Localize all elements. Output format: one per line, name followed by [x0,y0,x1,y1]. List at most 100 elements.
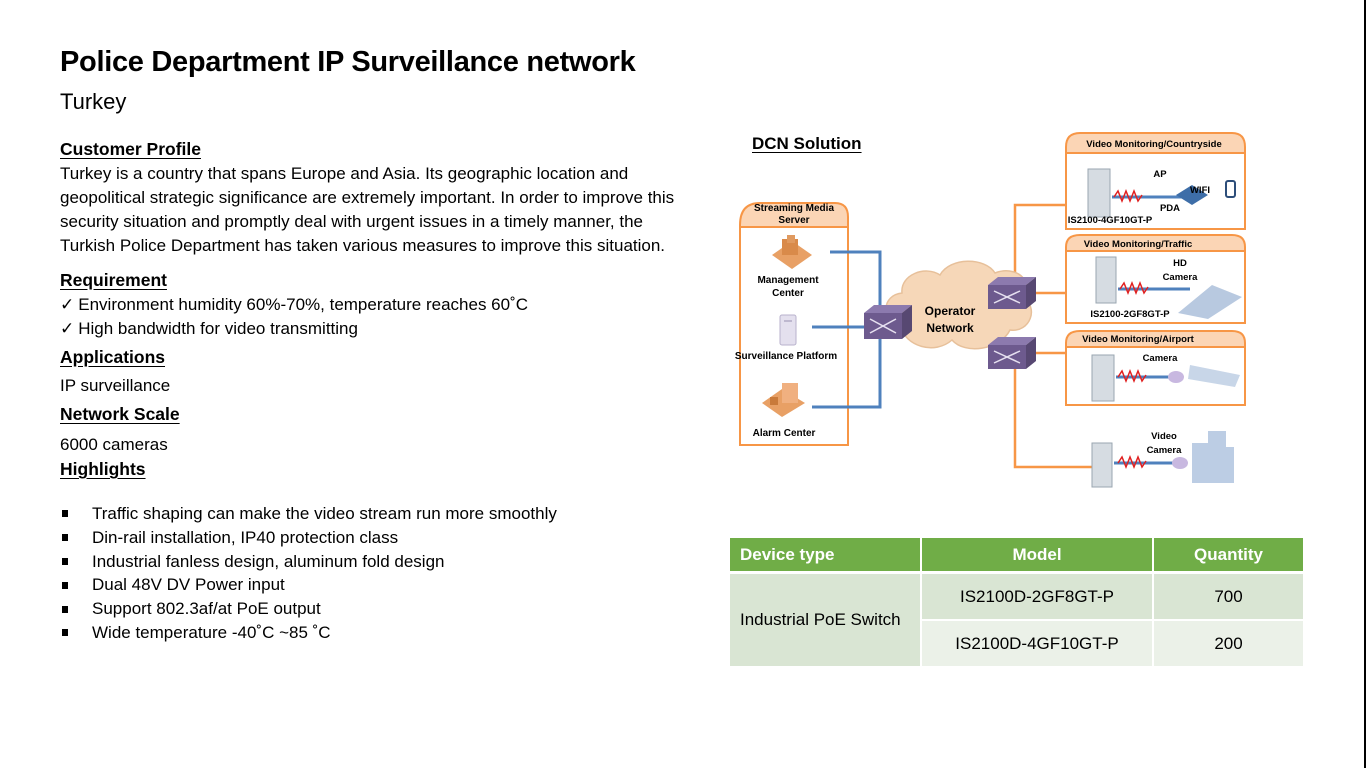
device-type-cell: Industrial PoE Switch [730,572,922,668]
bullet-square-icon [62,629,68,637]
server-icon [779,314,797,346]
core-switch-icon [988,277,1036,309]
camera-icon [1172,457,1188,469]
server-box: Streaming Media Server Management Center… [735,202,849,446]
window-edge [1364,0,1366,768]
requirement-item: ✓ High bandwidth for video transmitting [60,317,700,341]
quantity-cell: 700 [1153,572,1305,621]
highlight-text: Dual 48V DV Power input [92,575,285,595]
core-switch-icon [988,337,1036,369]
requirement-item: ✓ Environment humidity 60%-70%, temperat… [60,293,700,317]
site-title: Video Monitoring/Traffic [1084,239,1193,250]
buildings-icon [1192,431,1234,483]
link-city [1013,365,1092,469]
highlights-heading: Highlights [60,459,146,479]
page-subtitle: Turkey [60,89,127,114]
highlight-text: Industrial fanless design, aluminum fold… [92,551,445,571]
camera-label: Camera [1143,353,1179,364]
highlight-item: Industrial fanless design, aluminum fold… [60,550,700,574]
camera-label: Video [1151,431,1177,442]
highlights-list: Traffic shaping can make the video strea… [60,502,700,645]
requirement-text: High bandwidth for video transmitting [78,319,358,338]
applications-heading: Applications [60,347,166,367]
wifi-label: WIFI [1190,185,1210,196]
customer-profile-text: Turkey is a country that spans Europe an… [60,164,675,255]
management-center-label: Management [757,275,819,286]
bullet-square-icon [62,534,68,542]
cloud-label: Operator [925,304,976,318]
highlight-text: Din-rail installation, IP40 protection c… [92,527,399,547]
network-scale-value: 6000 cameras [60,435,168,454]
management-center-icon [772,235,812,269]
industrial-switch-icon [1091,442,1113,488]
highlight-item: Support 802.3af/at PoE output [60,597,700,621]
industrial-switch-icon [1091,354,1115,402]
check-icon: ✓ [60,295,75,314]
wave-icon [1117,368,1147,384]
device-table: Device type Model Quantity Industrial Po… [730,538,1305,668]
management-center-label-2: Center [772,288,804,299]
page-title: Police Department IP Surveillance networ… [60,46,636,78]
cloud-label-2: Network [926,321,974,335]
site-countryside: Video Monitoring/Countryside AP WIFI PDA… [1065,132,1246,230]
column-header-quantity: Quantity [1153,538,1305,574]
wave-icon [1119,280,1149,296]
table-row: Industrial PoE Switch IS2100D-2GF8GT-P 7… [730,572,1305,668]
surveillance-platform-label: Surveillance Platform [735,351,837,362]
bullet-square-icon [62,557,68,565]
industrial-switch-icon [1095,256,1117,304]
left-column: Customer Profile Turkey is a country tha… [60,137,700,645]
bullet-square-icon [62,510,68,518]
site-airport: Video Monitoring/Airport Camera [1065,330,1246,406]
highlight-text: Traffic shaping can make the video strea… [92,504,557,523]
pda-label: PDA [1160,203,1180,214]
highlight-item: Din-rail installation, IP40 protection c… [60,526,700,550]
column-header-device-type: Device type [730,538,922,574]
diagram-title: DCN Solution [752,134,862,153]
model-cell: IS2100D-2GF8GT-P [921,572,1154,621]
network-scale-section: Network Scale 6000 cameras [60,402,700,457]
network-diagram: Streaming Media Server Management Center… [730,125,1270,495]
alarm-center-label: Alarm Center [753,428,816,439]
camera-icon [1168,371,1184,383]
access-point-icon [1176,185,1208,205]
airport-icon [1188,365,1240,387]
server-box-title-2: Server [778,215,809,226]
server-box-title: Streaming Media [754,203,834,214]
table-header-row: Device type Model Quantity [730,538,1305,574]
industrial-switch-icon [1087,168,1111,218]
table-row: IS2100D-4GF10GT-P 200 [730,620,1305,668]
highlight-text: Support 802.3af/at PoE output [92,599,321,619]
model-cell: IS2100D-4GF10GT-P [921,620,1154,668]
highlight-text: Wide temperature -40˚C ~85 ˚C [92,622,331,642]
ap-label: AP [1153,169,1167,180]
site-city: Video Camera [1091,431,1234,488]
check-icon: ✓ [60,319,75,338]
highlight-item: Dual 48V DV Power input [60,573,700,597]
network-scale-heading: Network Scale [60,404,180,424]
site-traffic: Video Monitoring/Traffic HD Camera IS210… [1065,234,1246,324]
road-icon [1178,285,1242,319]
switch-model-label: IS2100-2GF8GT-P [1090,309,1170,320]
column-header-model: Model [921,538,1154,574]
quantity-cell: 200 [1153,620,1305,668]
highlight-item: Traffic shaping can make the video strea… [60,502,700,526]
bullet-square-icon [62,605,68,613]
core-switch-icon [864,305,912,339]
requirement-heading: Requirement [60,270,167,290]
bullet-square-icon [62,581,68,589]
pda-icon [1225,180,1236,198]
customer-profile-section: Customer Profile Turkey is a country tha… [60,137,700,258]
customer-profile-heading: Customer Profile [60,139,201,159]
switch-model-label: IS2100-4GF10GT-P [1068,215,1153,226]
site-title: Video Monitoring/Airport [1082,334,1195,345]
requirement-text: Environment humidity 60%-70%, temperatur… [78,295,529,314]
highlight-item: Wide temperature -40˚C ~85 ˚C [60,621,700,645]
alarm-center-icon [762,383,805,417]
applications-value: IP surveillance [60,376,171,395]
camera-label: HD [1173,258,1187,269]
applications-section: Applications IP surveillance [60,345,700,398]
wave-icon [1113,188,1143,204]
wave-icon [1117,454,1147,470]
site-title: Video Monitoring/Countryside [1086,139,1221,150]
